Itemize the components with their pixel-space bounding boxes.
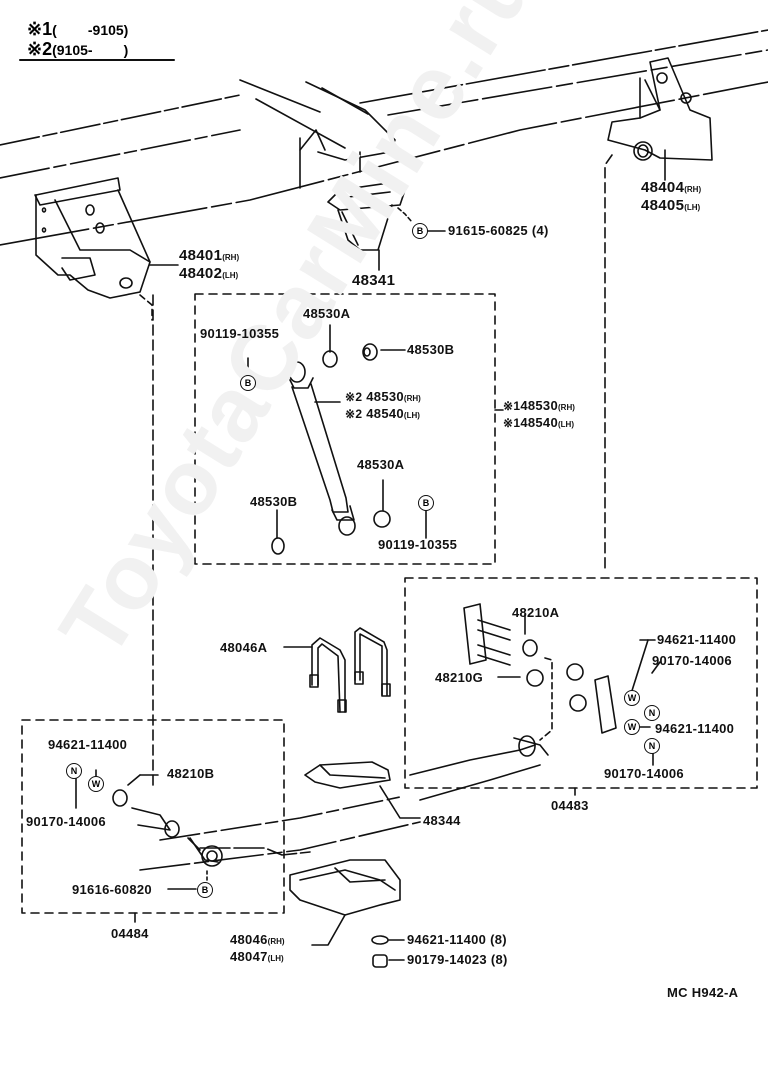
- callout-48210B[interactable]: 48210B: [167, 766, 215, 781]
- legend-mark: ※2: [345, 407, 363, 421]
- callout-94621-11400-b[interactable]: 94621-11400: [655, 721, 735, 736]
- callout-48401[interactable]: 48401(RH) 48402(LH): [179, 248, 239, 284]
- callout-04484[interactable]: 04484: [111, 926, 149, 941]
- side-tag: (RH): [684, 185, 702, 194]
- legend-mark-1: ※1: [27, 19, 53, 39]
- callout-48344[interactable]: 48344: [423, 813, 461, 828]
- legend-row-2: ※2(9105- ): [27, 40, 128, 60]
- callout-48046[interactable]: 48046(RH) 48047(LH): [230, 932, 285, 966]
- callout-shock-absorber-1[interactable]: ※148530(RH) ※148540(LH): [503, 398, 575, 432]
- part-number: 48046: [230, 932, 268, 947]
- frame-bracket-front: [34, 177, 179, 321]
- part-number: 48402: [179, 265, 223, 282]
- part-number: 48401: [179, 247, 223, 264]
- legend-mark-2: ※2: [27, 39, 53, 59]
- side-tag: (RH): [558, 403, 575, 412]
- legend: ※1( -9105) ※2(9105- ): [27, 20, 128, 60]
- callout-91616-60820[interactable]: 91616-60820: [72, 882, 152, 897]
- legend-row-1: ※1( -9105): [27, 20, 128, 40]
- shackle-parts: [409, 603, 617, 801]
- callout-shock-absorber-2[interactable]: ※2 48530(RH) ※2 48540(LH): [345, 389, 421, 423]
- callout-90170-14006-front[interactable]: 90170-14006: [26, 814, 106, 829]
- bolt-symbol-icon: B: [412, 223, 428, 239]
- legend-range-1: ( -9105): [52, 22, 129, 38]
- callout-48341[interactable]: 48341: [352, 272, 396, 289]
- callout-48046A[interactable]: 48046A: [220, 640, 268, 655]
- callout-48530A-bottom[interactable]: 48530A: [357, 457, 405, 472]
- part-number: 48540: [520, 415, 558, 430]
- callout-90119-10355-top[interactable]: 90119-10355: [200, 326, 280, 341]
- washer-symbol-icon: W: [624, 719, 640, 735]
- callout-90170-14006-a[interactable]: 90170-14006: [652, 653, 732, 668]
- part-number: 48530: [366, 389, 404, 404]
- legend-mark: ※1: [503, 399, 521, 413]
- diagram-code: MC H942-A: [667, 985, 739, 1000]
- callout-48530B-top[interactable]: 48530B: [407, 342, 455, 357]
- leaf-spring: [139, 796, 421, 871]
- nut-symbol-icon: N: [644, 738, 660, 754]
- callout-90170-14006-b[interactable]: 90170-14006: [604, 766, 684, 781]
- shock-kit-boundary: [194, 293, 496, 565]
- callout-48210G[interactable]: 48210G: [435, 670, 484, 685]
- callout-48530A-top[interactable]: 48530A: [303, 306, 351, 321]
- frame-rail: [0, 29, 768, 246]
- bolt-symbol-icon: B: [197, 882, 213, 898]
- side-tag: (RH): [403, 394, 421, 403]
- part-number: 48530: [520, 398, 558, 413]
- side-tag: (LH): [267, 954, 284, 963]
- callout-90179-14023-seat[interactable]: 90179-14023 (8): [407, 952, 508, 967]
- nut-symbol-icon: N: [66, 763, 82, 779]
- legend-mark: ※2: [345, 390, 363, 404]
- callout-91615-60825[interactable]: 91615-60825 (4): [448, 223, 549, 238]
- washer-symbol-icon: W: [88, 776, 104, 792]
- callout-48530B-bottom[interactable]: 48530B: [250, 494, 298, 509]
- part-number: 48047: [230, 949, 268, 964]
- callout-94621-11400-a[interactable]: 94621-11400: [657, 632, 737, 647]
- shackle-kit-boundary: [404, 577, 758, 789]
- frame-bracket-rear: [604, 57, 713, 571]
- shock-absorber: [247, 324, 427, 555]
- side-tag: (LH): [558, 420, 574, 429]
- callout-04483[interactable]: 04483: [551, 798, 589, 813]
- washer-symbol-icon: W: [624, 690, 640, 706]
- legend-range-2: (9105- ): [52, 42, 129, 58]
- callout-48404[interactable]: 48404(RH) 48405(LH): [641, 180, 701, 216]
- side-tag: (LH): [684, 203, 701, 212]
- bolt-symbol-icon: B: [418, 495, 434, 511]
- u-bolts: [283, 627, 391, 713]
- side-tag: (RH): [267, 937, 285, 946]
- part-number: 48540: [366, 406, 404, 421]
- callout-48210A[interactable]: 48210A: [512, 605, 560, 620]
- part-number: 48405: [641, 197, 685, 214]
- front-shackle-parts: [75, 769, 223, 890]
- bumper-stopper: [327, 181, 446, 271]
- spring-seat: [289, 859, 405, 968]
- nut-symbol-icon: N: [644, 705, 660, 721]
- callout-94621-11400-front[interactable]: 94621-11400: [48, 737, 128, 752]
- part-number: 48404: [641, 179, 685, 196]
- side-tag: (LH): [403, 411, 420, 420]
- bolt-symbol-icon: B: [240, 375, 256, 391]
- callout-90119-10355-bottom[interactable]: 90119-10355: [378, 537, 458, 552]
- side-tag: (LH): [222, 271, 239, 280]
- side-tag: (RH): [222, 253, 240, 262]
- legend-mark: ※1: [503, 416, 521, 430]
- callout-94621-11400-seat[interactable]: 94621-11400 (8): [407, 932, 507, 947]
- leaf-clip: [304, 761, 421, 819]
